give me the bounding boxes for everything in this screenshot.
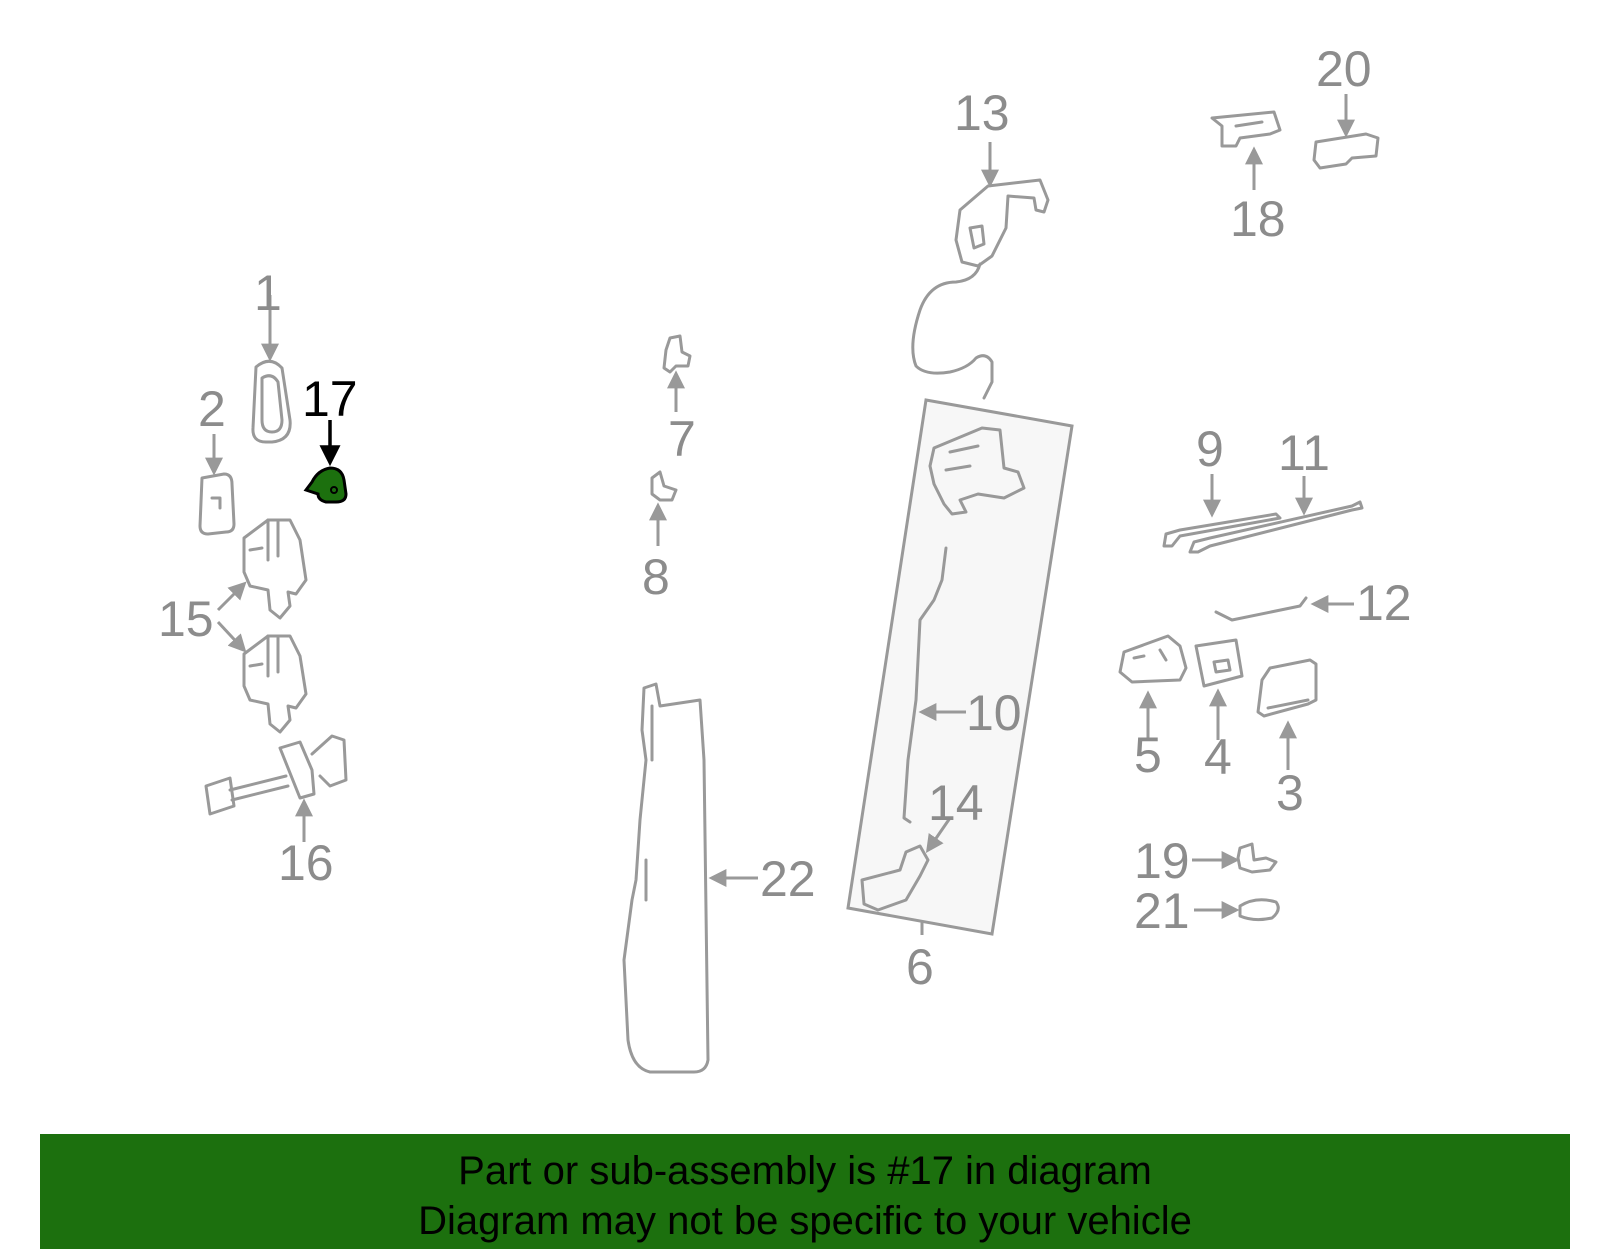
part-16[interactable] [204,734,348,842]
banner-line-2: Diagram may not be specific to your vehi… [418,1199,1192,1243]
part-22[interactable] [622,682,758,1074]
label-4: 4 [1204,729,1232,785]
part-12[interactable] [1214,595,1354,622]
label-9: 9 [1196,421,1224,477]
part-14[interactable] [860,817,952,912]
door-latch [928,426,1026,516]
label-1: 1 [254,265,282,321]
label-12: 12 [1356,575,1412,631]
label-17: 17 [302,371,358,427]
part-6[interactable] [846,398,1074,936]
part-18[interactable] [1210,110,1282,190]
part-4[interactable] [1194,638,1244,740]
label-11: 11 [1278,425,1330,481]
part-17[interactable] [303,420,348,504]
part-19[interactable] [1192,842,1278,874]
part-10[interactable] [902,546,966,824]
part-21[interactable] [1194,898,1280,922]
label-15: 15 [158,591,214,647]
part-9[interactable] [1162,474,1282,548]
banner-line-1: Part or sub-assembly is #17 in diagram [458,1149,1152,1193]
label-13: 13 [954,85,1010,141]
label-21: 21 [1134,883,1190,939]
label-2: 2 [198,381,226,437]
part-3[interactable] [1256,658,1318,770]
part-15[interactable] [216,518,308,734]
label-6: 6 [906,939,934,995]
part-2[interactable] [198,434,236,536]
part-5[interactable] [1118,634,1188,740]
info-banner: Part or sub-assembly is #17 in diagram D… [40,1134,1570,1249]
label-19: 19 [1134,833,1190,889]
label-8: 8 [642,549,670,605]
label-20: 20 [1316,41,1372,97]
label-18: 18 [1230,191,1286,247]
label-5: 5 [1134,727,1162,783]
part-7[interactable] [662,334,692,412]
label-3: 3 [1276,765,1304,821]
label-16: 16 [278,835,334,891]
part-20[interactable] [1312,94,1380,170]
part-11[interactable] [1188,476,1364,554]
label-14: 14 [928,775,984,831]
part-13[interactable] [911,142,1050,400]
part-1[interactable] [251,295,292,444]
label-10: 10 [966,685,1022,741]
label-7: 7 [668,411,696,467]
label-22: 22 [760,851,816,907]
part-8[interactable] [649,470,678,546]
